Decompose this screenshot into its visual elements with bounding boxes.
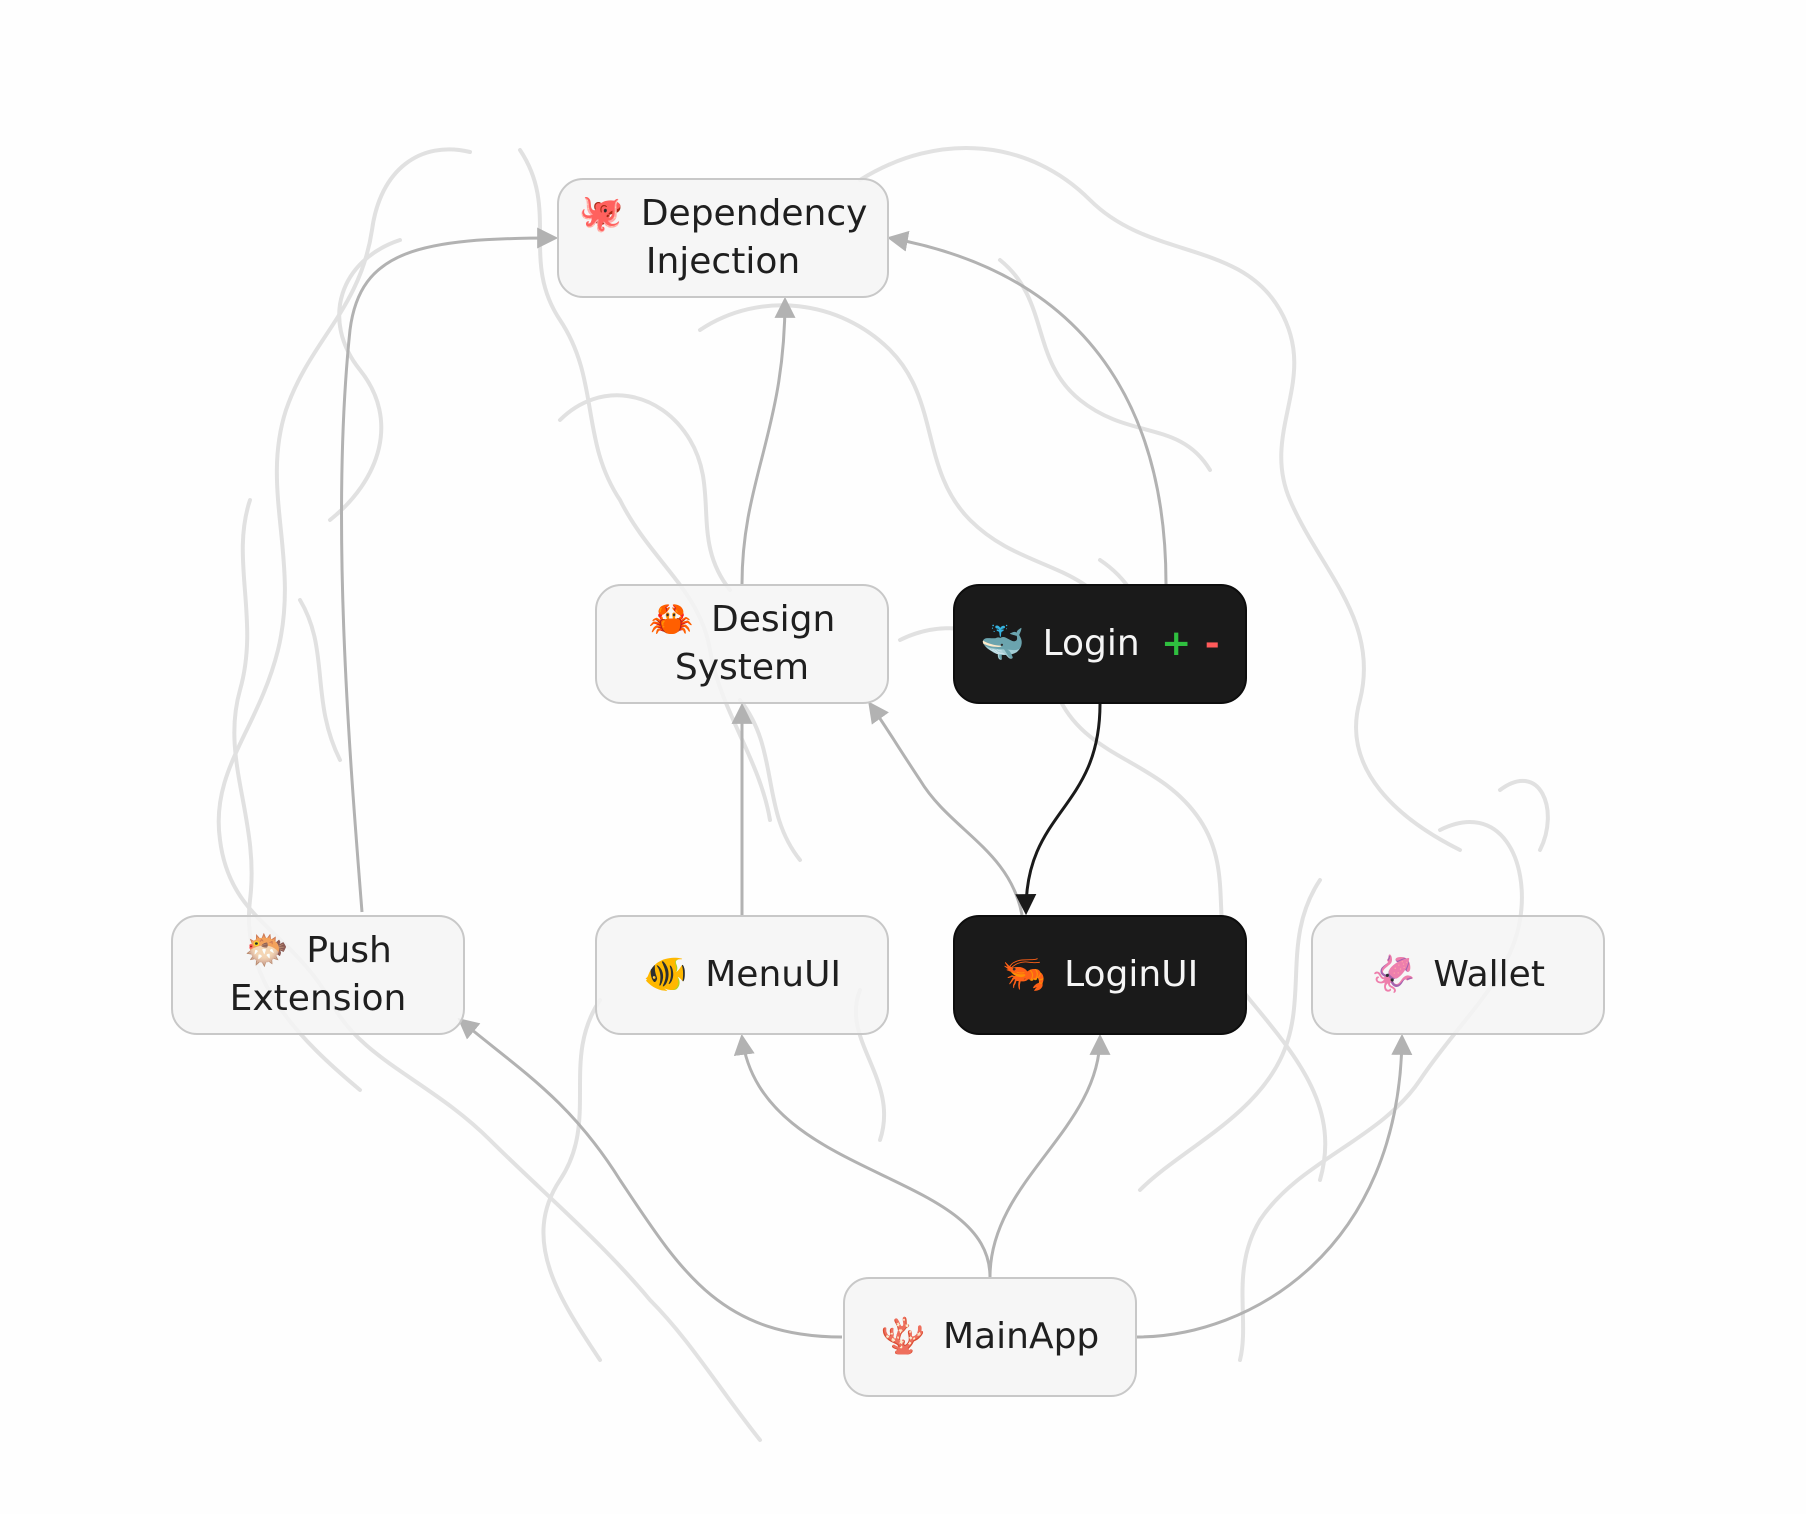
node-label: MenuUI [705, 954, 842, 995]
edge-login-to-di [886, 230, 1168, 585]
edge-push-to-di [340, 227, 559, 913]
node-loginui[interactable]: 🦐 LoginUI [953, 915, 1247, 1035]
node-label: Push Extension [229, 930, 407, 1019]
edge-main-to-menu [733, 1033, 992, 1278]
node-dependency-injection[interactable]: 🐙 Dependency Injection [557, 178, 889, 298]
plus-icon: + [1161, 623, 1192, 664]
edge-main-to-push [457, 1017, 843, 1339]
whale-icon: 🐳 [980, 623, 1026, 664]
node-label: Design System [674, 599, 836, 688]
crab-icon: 🦀 [648, 599, 694, 640]
edge-main-to-wallet [1136, 1033, 1413, 1339]
shrimp-icon: 🦐 [1001, 954, 1047, 995]
node-wallet[interactable]: 🦑 Wallet [1311, 915, 1605, 1035]
coral-icon: 🪸 [880, 1316, 926, 1357]
node-push-extension[interactable]: 🐡 Push Extension [171, 915, 465, 1035]
squid-icon: 🦑 [1371, 954, 1416, 995]
node-design-system[interactable]: 🦀 Design System [595, 584, 889, 704]
minus-icon: - [1204, 623, 1220, 664]
blowfish-icon: 🐡 [244, 930, 289, 971]
node-login[interactable]: 🐳 Login + - [953, 584, 1247, 704]
node-label: Dependency Injection [640, 193, 868, 282]
edge-main-to-loginui [988, 1033, 1111, 1278]
edge-ds-to-di [740, 296, 796, 585]
edge-loginui-to-ds [868, 701, 1024, 916]
node-label: Wallet [1433, 954, 1545, 995]
edge-login-to-loginui [1015, 703, 1102, 916]
node-label: LoginUI [1064, 954, 1199, 995]
octopus-icon: 🐙 [578, 193, 624, 234]
node-label: MainApp [943, 1316, 1100, 1357]
node-menuui[interactable]: 🐠 MenuUI [595, 915, 889, 1035]
node-mainapp[interactable]: 🪸 MainApp [843, 1277, 1137, 1397]
node-label: Login [1042, 623, 1140, 664]
tropical-fish-icon: 🐠 [642, 954, 688, 995]
